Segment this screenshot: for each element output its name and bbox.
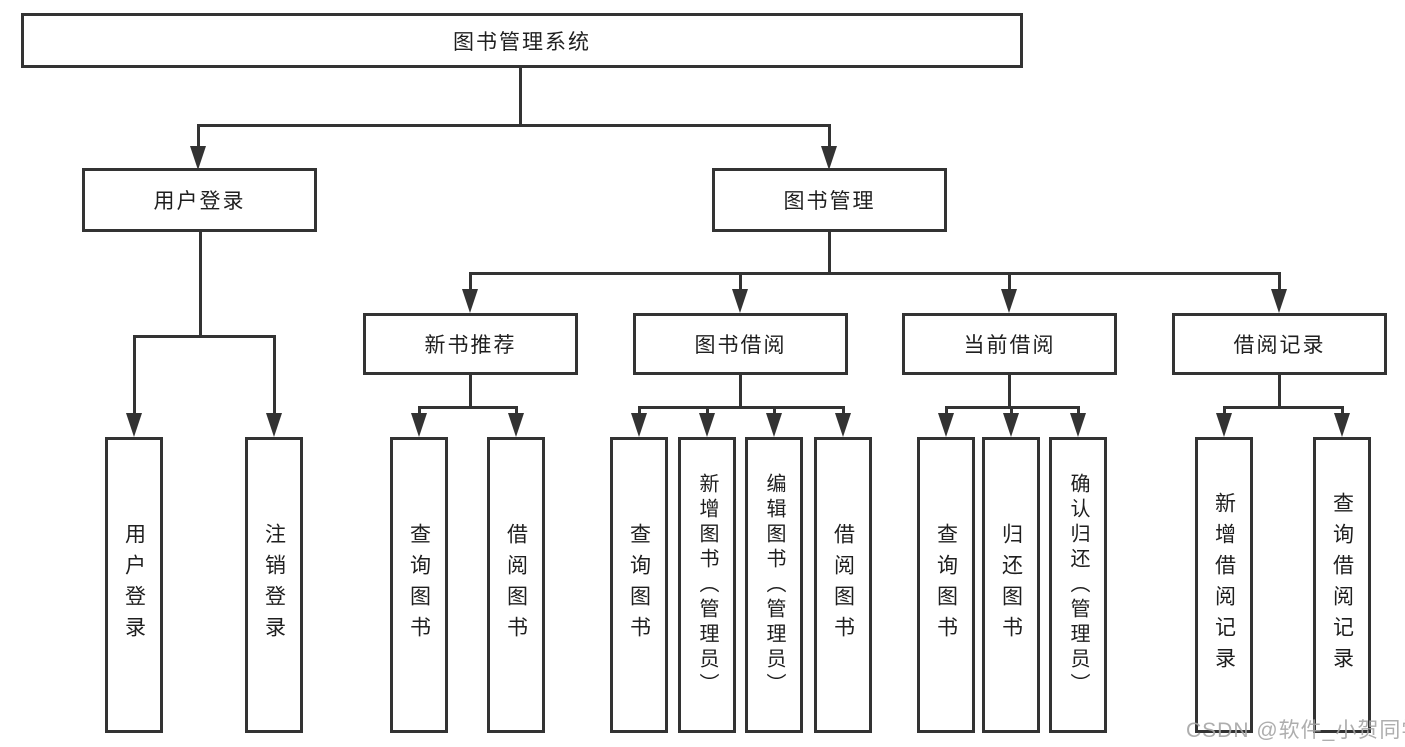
node-user-login-label: 用户登录: [153, 190, 246, 213]
arrowhead-icon: [1271, 289, 1287, 313]
node-current-borrowing-label: 当前借阅: [963, 334, 1056, 357]
arrowhead-icon: [766, 413, 782, 437]
connector-line: [638, 406, 641, 415]
node-new-book-recommend-label: 新书推荐: [424, 334, 517, 357]
leaf-edit-book-admin-label: 编辑图书（管理员）: [763, 472, 785, 698]
leaf-user-login-label: 用户登录: [122, 523, 146, 647]
connector-line: [515, 406, 518, 415]
connector-line: [1010, 406, 1013, 415]
leaf-query-books-borrowing-label: 查询图书: [627, 523, 651, 647]
arrowhead-icon: [266, 413, 282, 437]
node-user-login: 用户登录: [82, 168, 317, 232]
connector-line: [1223, 406, 1344, 409]
leaf-query-books-current-label: 查询图书: [934, 523, 958, 647]
connector-line: [418, 406, 518, 409]
leaf-query-borrow-record-label: 查询借阅记录: [1330, 492, 1354, 678]
connector-line: [469, 272, 1281, 275]
connector-line: [418, 406, 421, 415]
csdn-watermark: CSDN @软件_小贺同学: [1186, 719, 1405, 742]
leaf-user-login: 用户登录: [105, 437, 163, 733]
leaf-confirm-return-admin: 确认归还（管理员）: [1049, 437, 1107, 733]
connector-line: [828, 124, 831, 150]
connector-line: [1278, 272, 1281, 291]
connector-line: [773, 406, 776, 415]
connector-line: [842, 406, 845, 415]
leaf-add-borrow-record-label: 新增借阅记录: [1212, 492, 1236, 678]
connector-line: [519, 68, 522, 126]
connector-line: [739, 272, 742, 291]
connector-line: [945, 406, 948, 415]
leaf-logout-label: 注销登录: [262, 523, 286, 647]
connector-line: [1223, 406, 1226, 415]
arrowhead-icon: [699, 413, 715, 437]
leaf-query-books-recommend-label: 查询图书: [407, 523, 431, 647]
node-library-system-label: 图书管理系统: [453, 30, 591, 54]
node-borrowing-records: 借阅记录: [1172, 313, 1387, 375]
leaf-return-book: 归还图书: [982, 437, 1040, 733]
leaf-borrow-books-recommend: 借阅图书: [487, 437, 545, 733]
leaf-add-book-admin: 新增图书（管理员）: [678, 437, 736, 733]
leaf-borrow-books-recommend-label: 借阅图书: [504, 523, 528, 647]
connector-line: [638, 406, 845, 409]
leaf-borrow-books-borrowing-label: 借阅图书: [831, 523, 855, 647]
arrowhead-icon: [1003, 413, 1019, 437]
leaf-query-books-borrowing: 查询图书: [610, 437, 668, 733]
arrowhead-icon: [1216, 413, 1232, 437]
leaf-query-borrow-record: 查询借阅记录: [1313, 437, 1371, 733]
leaf-query-books-recommend: 查询图书: [390, 437, 448, 733]
connector-line: [706, 406, 709, 415]
connector-line: [197, 124, 831, 127]
arrowhead-icon: [821, 146, 837, 170]
connector-line: [273, 335, 276, 415]
leaf-return-book-label: 归还图书: [999, 523, 1023, 647]
node-library-system: 图书管理系统: [21, 13, 1023, 68]
arrowhead-icon: [631, 413, 647, 437]
leaf-query-books-current: 查询图书: [917, 437, 975, 733]
connector-line: [133, 335, 136, 415]
connector-line: [199, 232, 202, 337]
leaf-confirm-return-admin-label: 确认归还（管理员）: [1067, 472, 1089, 698]
arrowhead-icon: [126, 413, 142, 437]
arrowhead-icon: [462, 289, 478, 313]
leaf-add-book-admin-label: 新增图书（管理员）: [696, 472, 718, 698]
connector-line: [469, 272, 472, 291]
connector-line: [133, 335, 276, 338]
arrowhead-icon: [1070, 413, 1086, 437]
connector-line: [739, 375, 742, 408]
connector-line: [469, 375, 472, 408]
connector-line: [1008, 272, 1011, 291]
connector-line: [828, 232, 831, 274]
node-book-management-label: 图书管理: [783, 190, 876, 213]
connector-line: [1341, 406, 1344, 415]
arrowhead-icon: [411, 413, 427, 437]
arrowhead-icon: [1334, 413, 1350, 437]
connector-line: [197, 124, 200, 150]
node-borrowing-records-label: 借阅记录: [1233, 334, 1326, 357]
leaf-add-borrow-record: 新增借阅记录: [1195, 437, 1253, 733]
arrowhead-icon: [938, 413, 954, 437]
leaf-borrow-books-borrowing: 借阅图书: [814, 437, 872, 733]
node-book-management: 图书管理: [712, 168, 947, 232]
connector-line: [1278, 375, 1281, 408]
leaf-logout: 注销登录: [245, 437, 303, 733]
arrowhead-icon: [732, 289, 748, 313]
connector-line: [1008, 375, 1011, 408]
connector-line: [1077, 406, 1080, 415]
arrowhead-icon: [835, 413, 851, 437]
arrowhead-icon: [1001, 289, 1017, 313]
arrowhead-icon: [508, 413, 524, 437]
arrowhead-icon: [190, 146, 206, 170]
node-book-borrowing: 图书借阅: [633, 313, 848, 375]
node-new-book-recommend: 新书推荐: [363, 313, 578, 375]
node-book-borrowing-label: 图书借阅: [694, 334, 787, 357]
node-current-borrowing: 当前借阅: [902, 313, 1117, 375]
leaf-edit-book-admin: 编辑图书（管理员）: [745, 437, 803, 733]
